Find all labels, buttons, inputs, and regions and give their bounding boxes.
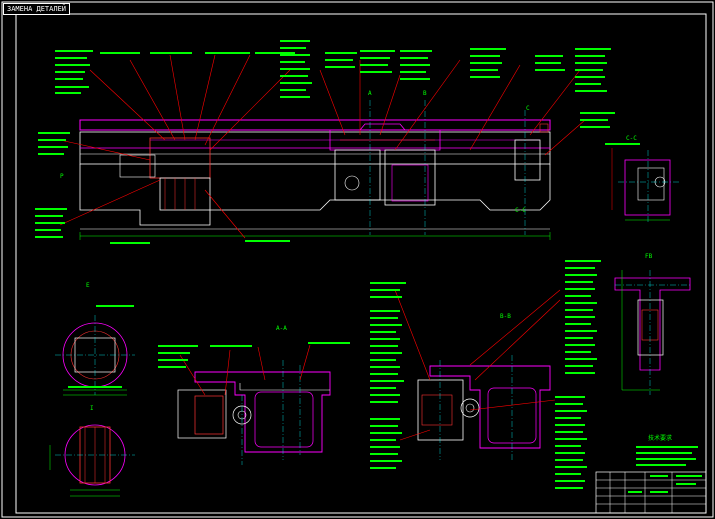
- detail-view-e: E: [55, 282, 135, 396]
- title-block: [595, 471, 707, 514]
- section-bb-title: B-B: [500, 313, 511, 320]
- detail-view-fb: FB: [614, 253, 691, 395]
- detail-i-title: I: [90, 405, 94, 412]
- section-view-aa: A-A: [158, 325, 350, 465]
- technical-notes: 技术要求: [636, 434, 698, 466]
- section-aa-title: A-A: [276, 325, 287, 332]
- section-view-bb: B-B: [370, 260, 601, 489]
- view-marker-p: P: [60, 173, 64, 180]
- detail-view-i: I: [49, 405, 135, 497]
- detail-fb-title: FB: [645, 253, 653, 260]
- notes-title: 技术要求: [648, 434, 672, 442]
- detail-cc-title: C-C: [626, 135, 637, 142]
- section-marker-b: B: [423, 90, 427, 97]
- section-marker-c: C: [526, 105, 530, 112]
- detail-e-title: E: [86, 282, 90, 289]
- section-marker-a: A: [368, 90, 372, 97]
- inner-frame: [15, 13, 707, 514]
- drawing-tab-label: ЗАМЕНА ДЕТАЛЕЙ: [3, 3, 71, 15]
- section-marker-c2: C-C: [515, 207, 526, 214]
- main-elevation-view: A B C C-C P: [35, 40, 615, 244]
- detail-view-cc: C-C: [605, 135, 680, 222]
